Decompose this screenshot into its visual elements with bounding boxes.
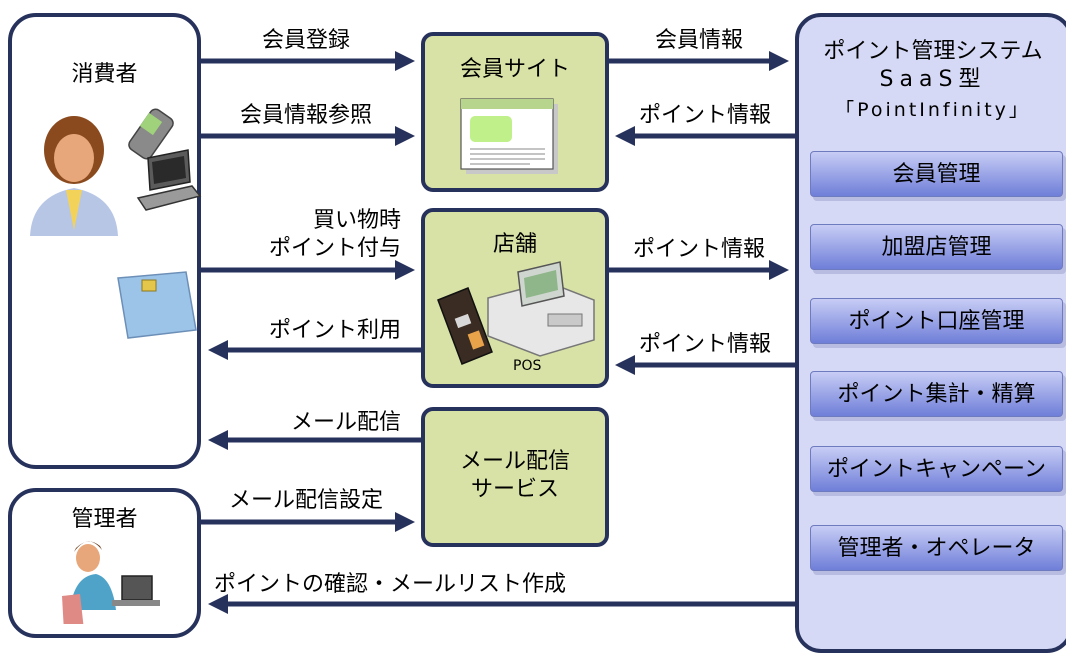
mail-service-title-line2: サービス [470,477,559,502]
module-store-management: 加盟店管理 [810,224,1063,270]
system-title-line1: ポイント管理システム [823,39,1043,64]
label-mail-delivery: メール配信 [290,410,401,435]
system-title-line3: 「PointInfinity」 [835,99,1031,121]
consumer-box [8,13,201,469]
label-point-info-shop-in: ポイント情報 [638,332,771,357]
admin-title: 管理者 [71,507,138,532]
label-point-info-site: ポイント情報 [638,103,771,128]
label-confirm-list: ポイントの確認・メールリスト作成 [214,572,567,597]
label-point-info-shop-out: ポイント情報 [632,237,765,262]
mobile-phone-icon [128,108,174,160]
arrows-layer [30,51,795,624]
module-point-account-management: ポイント口座管理 [810,298,1063,344]
mail-service-box [421,407,609,547]
label-point-use: ポイント利用 [268,318,401,343]
system-title-line2: SaaS型 [879,67,987,92]
label-purchase-line2: ポイント付与 [268,236,401,261]
operator-icon [62,541,160,624]
mail-service-title-line1: メール配信 [459,449,570,474]
admin-box [8,488,201,638]
consumer-title: 消費者 [71,62,138,87]
module-point-aggregation-settlement: ポイント集計・精算 [810,371,1063,417]
card-terminal-icon [437,287,493,365]
label-mail-settings: メール配信設定 [228,488,383,513]
label-purchase-line1: 買い物時 [312,208,401,233]
label-member-registration: 会員登録 [261,28,350,53]
module-admin-operator: 管理者・オペレータ [810,525,1063,571]
module-point-campaign: ポイントキャンペーン [810,446,1063,492]
store-title: 店舗 [492,232,537,257]
label-member-info-view: 会員情報参照 [239,103,372,128]
laptop-icon [136,149,202,211]
person-icon [30,116,118,236]
webpage-icon [460,98,558,174]
module-member-management: 会員管理 [810,151,1063,197]
pos-register-icon [487,261,595,357]
ic-card-icon [117,271,197,339]
label-member-info: 会員情報 [654,28,743,53]
pos-label: POS [513,358,542,374]
member-site-title: 会員サイト [459,57,570,82]
